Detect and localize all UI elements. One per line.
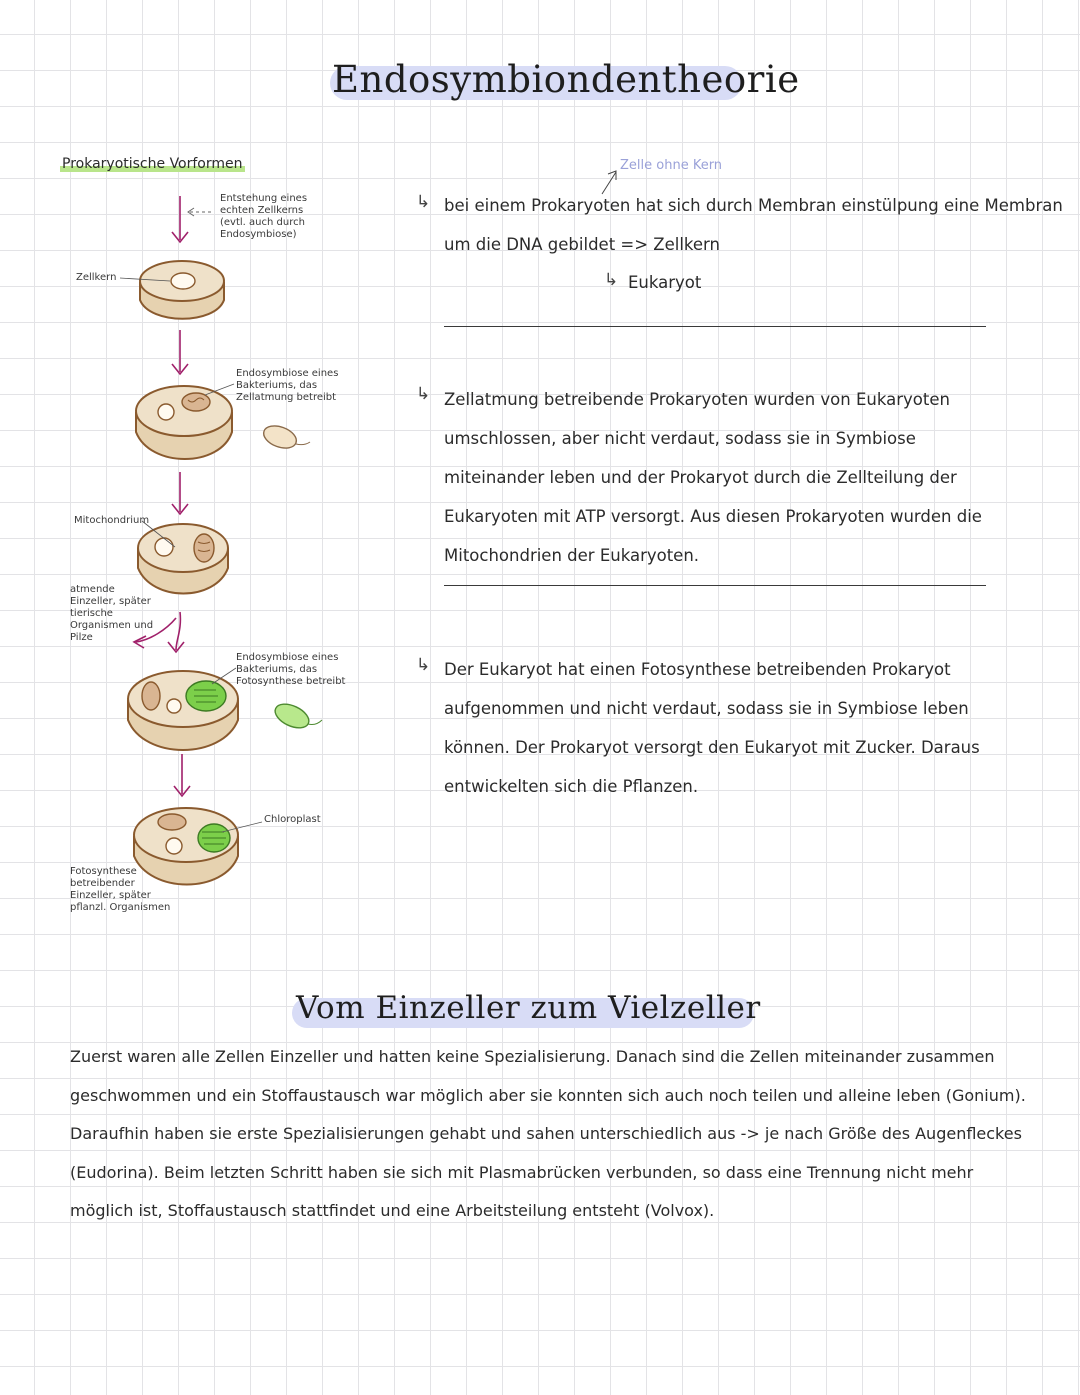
dashed-arrow	[187, 207, 214, 217]
section-title: Vom Einzeller zum Vielzeller	[296, 990, 761, 1026]
arrow-down-5	[173, 754, 191, 798]
note-mito-endosymbiosis: Endosymbiose eines Bakteriums, das Zella…	[236, 368, 339, 403]
endosymbiosis-diagram	[119, 196, 323, 886]
note-cell-without-nucleus: Zelle ohne Kern	[620, 158, 723, 173]
cell-engulfing-chloro	[127, 667, 323, 751]
sub-arrow-icon: ↳	[604, 270, 619, 290]
cell-with-mito	[137, 520, 229, 595]
note-photosynthetic-organisms: Fotosynthese betreibender Einzeller, spä…	[70, 866, 171, 913]
cell-with-chloro	[133, 807, 263, 886]
divider-2	[444, 585, 986, 586]
bullet1-line3: Eukaryot	[628, 273, 702, 292]
cell-engulfing-mito	[135, 383, 311, 460]
divider-1	[444, 326, 986, 327]
bullet-arrow-icon: ↳	[416, 384, 431, 404]
label-mitochondrion: Mitochondrium	[74, 515, 150, 526]
arrow-down-2	[171, 330, 189, 376]
bullet3-text: Der Eukaryot hat einen Fotosynthese betr…	[444, 660, 980, 796]
note-nucleus-origin: Entstehung eines echten Zellkerns (evtl.…	[220, 193, 308, 240]
note-breathing-organisms: atmende Einzeller, später tierische Orga…	[70, 584, 154, 643]
page-title: Endosymbiondentheorie	[332, 58, 800, 101]
label-nucleus: Zellkern	[76, 272, 117, 283]
bullet1-line2: um die DNA gebildet => Zellkern	[444, 235, 721, 254]
arrow-down-4	[132, 611, 185, 654]
bullet1-line1: bei einem Prokaryoten hat sich durch Mem…	[444, 196, 1063, 215]
cell-nucleus	[119, 260, 225, 320]
bullet2-text: Zellatmung betreibende Prokaryoten wurde…	[444, 390, 982, 565]
note-arrow-icon	[601, 170, 617, 195]
title-highlight	[330, 66, 742, 100]
label-chloroplast: Chloroplast	[264, 814, 321, 825]
note-chloro-endosymbiosis: Endosymbiose eines Bakteriums, das Fotos…	[236, 652, 346, 687]
bottom-paragraph: Zuerst waren alle Zellen Einzeller und h…	[70, 1047, 1026, 1220]
arrow-down-1	[171, 196, 189, 244]
title2-highlight	[292, 998, 754, 1028]
bullet-arrow-icon: ↳	[416, 192, 431, 212]
arrow-down-3	[171, 472, 189, 516]
bullet-arrow-icon: ↳	[416, 655, 431, 675]
diagram-heading: Prokaryotische Vorformen	[60, 156, 245, 172]
